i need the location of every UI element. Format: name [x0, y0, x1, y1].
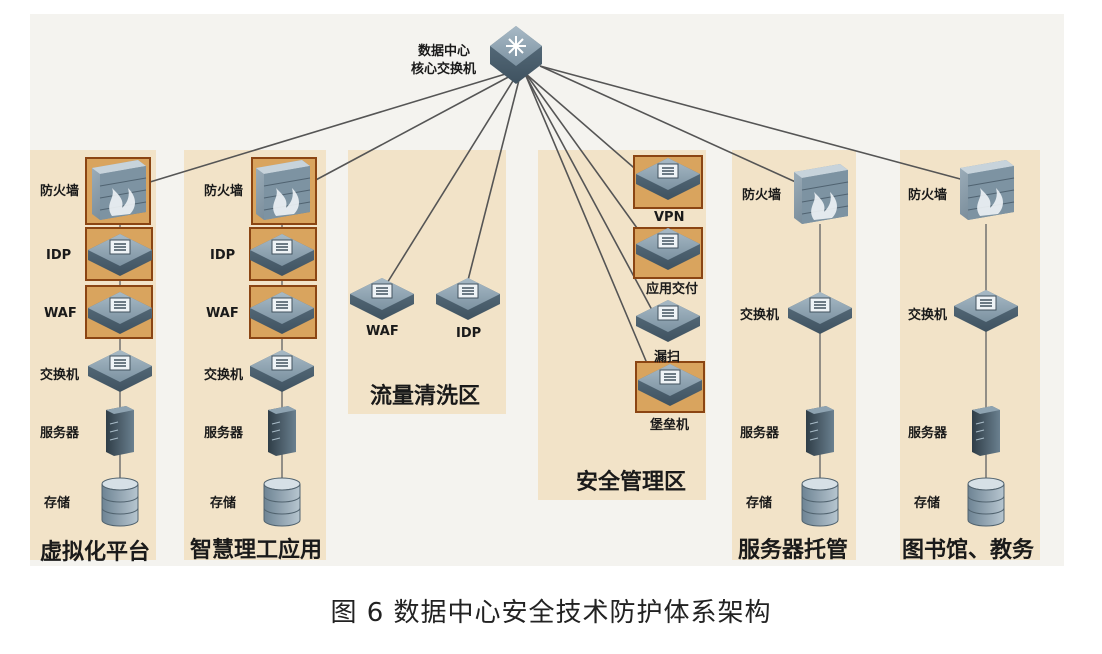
- idp-label: IDP: [46, 248, 72, 263]
- link-smart-app: [311, 73, 515, 183]
- idp-label: IDP: [210, 248, 236, 263]
- storage-icon: [967, 477, 1005, 527]
- firewall-icon: [793, 163, 849, 225]
- server-icon: [805, 405, 835, 457]
- zone-traffic-cleaning: [348, 150, 506, 414]
- server-label: 服务器: [740, 426, 780, 441]
- switch-label: 交换机: [204, 368, 244, 383]
- link-traffic-waf: [383, 75, 517, 289]
- link-library: [539, 65, 965, 181]
- core-uplinks: [149, 65, 965, 381]
- switch-label: 交换机: [740, 308, 780, 323]
- link-virtualization: [149, 71, 513, 183]
- firewall-label: 防火墙: [742, 188, 782, 203]
- waf-label: WAF: [44, 306, 77, 321]
- firewall-icon: [255, 159, 311, 221]
- core-label-line1: 数据中心: [418, 44, 471, 59]
- link-hosting: [539, 65, 801, 185]
- link-traffic-idp: [465, 75, 521, 289]
- server-icon: [267, 405, 297, 457]
- zone-title-virtualization: 虚拟化平台: [40, 540, 151, 565]
- server-icon: [105, 405, 135, 457]
- zone-title-hosting: 服务器托管: [738, 538, 849, 563]
- idp-label: IDP: [456, 326, 482, 341]
- figure-caption: 图 6 数据中心安全技术防护体系架构: [330, 598, 772, 628]
- server-label: 服务器: [908, 426, 948, 441]
- server-label: 服务器: [40, 426, 80, 441]
- storage-label: 存储: [746, 496, 773, 511]
- link-app-delivery: [525, 73, 651, 247]
- scanner-label: 漏扫: [654, 350, 681, 365]
- firewall-icon: [959, 159, 1015, 221]
- app-delivery-label: 应用交付: [646, 282, 699, 297]
- storage-icon: [101, 477, 139, 527]
- vpn-label: VPN: [654, 210, 685, 225]
- core-label-line2: 核心交换机: [411, 62, 477, 77]
- link-scan: [525, 75, 653, 311]
- firewall-label: 防火墙: [204, 184, 244, 199]
- link-bastion: [525, 75, 655, 381]
- server-label: 服务器: [204, 426, 244, 441]
- firewall-label: 防火墙: [40, 184, 80, 199]
- storage-label: 存储: [44, 496, 71, 511]
- server-icon: [971, 405, 1001, 457]
- bastion-label: 堡垒机: [650, 418, 690, 433]
- zone-title-smart-app: 智慧理工应用: [190, 538, 323, 563]
- zone-title-library: 图书馆、教务: [902, 538, 1035, 563]
- link-vpn: [525, 73, 649, 181]
- firewall-icon: [91, 159, 147, 221]
- storage-label: 存储: [210, 496, 237, 511]
- firewall-label: 防火墙: [908, 188, 948, 203]
- waf-label: WAF: [206, 306, 239, 321]
- storage-icon: [263, 477, 301, 527]
- zone-title-traffic-cleaning: 流量清洗区: [370, 384, 481, 409]
- switch-label: 交换机: [908, 308, 948, 323]
- storage-icon: [801, 477, 839, 527]
- switch-label: 交换机: [40, 368, 80, 383]
- zone-title-security-mgmt: 安全管理区: [576, 470, 687, 495]
- storage-label: 存储: [914, 496, 941, 511]
- waf-label: WAF: [366, 324, 399, 339]
